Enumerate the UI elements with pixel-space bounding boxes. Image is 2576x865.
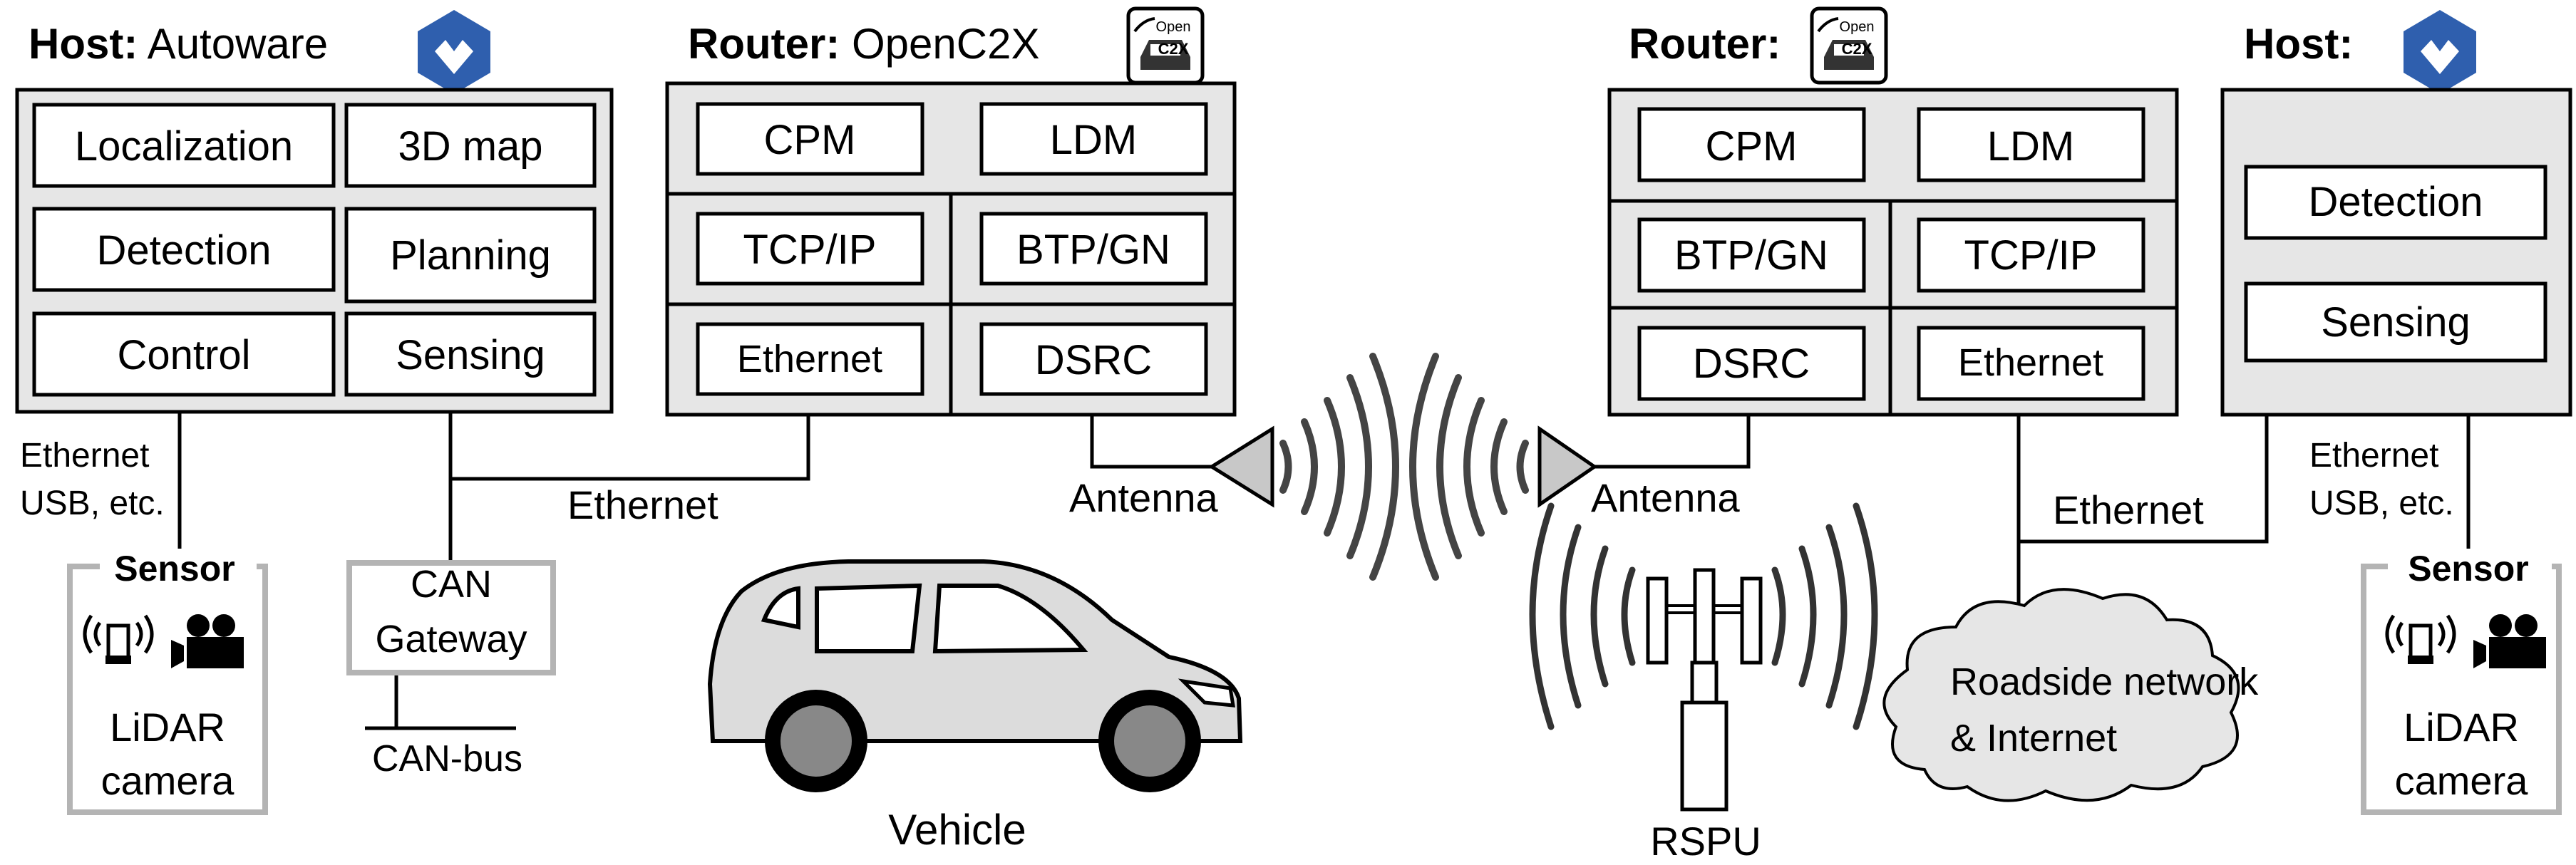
- right-dsrc-box: [1637, 326, 1866, 401]
- 3d-map-box: [344, 103, 597, 188]
- right-host: Host: Detection Sensing: [2220, 10, 2572, 417]
- left-router: Router: OpenC2X Open C2X CPM LDM TCP/IP …: [665, 6, 1237, 417]
- planning-box: [344, 207, 597, 304]
- right-dsrc-label: DSRC: [1693, 341, 1810, 387]
- right-ethernet-link-label: Ethernet: [2053, 487, 2204, 532]
- autoware-logo-icon: [2404, 10, 2476, 94]
- left-tcpip-box: [696, 212, 924, 286]
- left-sensor: Sensor LiDAR camera: [67, 549, 268, 815]
- openc2x-icon: Open C2X: [1126, 6, 1205, 85]
- can-gateway: CAN Gateway: [346, 560, 556, 675]
- right-detection-label: Detection: [2308, 179, 2483, 225]
- right-router-title: Router:: [1629, 20, 1781, 68]
- 3d-map-label: 3D map: [398, 123, 542, 170]
- right-sensor-caption-line1: LiDAR: [2404, 705, 2519, 750]
- left-host-modules: Localization 3D map Detection Planning C…: [32, 103, 597, 397]
- right-ethernet-box: [1917, 326, 2145, 401]
- rspu-label: RSPU: [1650, 819, 1761, 864]
- antenna-icon: [1208, 425, 1274, 508]
- control-box: [32, 311, 336, 397]
- lidar-icon: [83, 614, 154, 664]
- right-ldm-label: LDM: [1987, 123, 2074, 170]
- antenna-icon: [1537, 425, 1598, 508]
- left-dsrc-label: DSRC: [1035, 337, 1152, 383]
- can-bus-label: CAN-bus: [372, 738, 522, 779]
- cloud-label-line1: Roadside network: [1950, 661, 2259, 703]
- vehicle-label: Vehicle: [888, 806, 1026, 854]
- camera-icon: [171, 614, 244, 668]
- left-btpgn-box: [979, 212, 1208, 286]
- left-antenna-label: Antenna: [1069, 475, 1218, 520]
- left-ldm-label: LDM: [1050, 117, 1137, 163]
- detection-label: Detection: [96, 227, 271, 274]
- left-tcpip-label: TCP/IP: [743, 227, 877, 273]
- openc2x-icon: Open C2X: [1810, 6, 1888, 85]
- left-ldm-box: [979, 102, 1208, 176]
- left-ethernet-box: [696, 322, 924, 396]
- left-sensor-caption-line1: LiDAR: [110, 705, 225, 750]
- right-cpm-box: [1637, 107, 1866, 182]
- left-cpm-box: [696, 102, 924, 176]
- right-host-title: Host:: [2244, 20, 2353, 68]
- right-cpm-label: CPM: [1706, 123, 1798, 170]
- left-btpgn-label: BTP/GN: [1016, 227, 1170, 273]
- right-detection-box: [2244, 165, 2547, 240]
- right-sensor-link-line2: USB, etc.: [2309, 485, 2454, 522]
- lidar-icon: [2385, 614, 2456, 664]
- localization-label: Localization: [75, 123, 293, 170]
- right-sensor: Sensor LiDAR camera: [2361, 549, 2562, 815]
- right-router: Router: Open C2X CPM LDM BTP/GN TCP/IP D…: [1607, 6, 2179, 417]
- right-sensing-label: Sensing: [2321, 299, 2471, 346]
- right-ethernet-label: Ethernet: [1958, 341, 2103, 384]
- control-label: Control: [118, 332, 251, 378]
- radio-wave-icon: [1409, 353, 1529, 581]
- left-host: Host: Autoware Localization 3D map Detec…: [15, 10, 614, 414]
- right-sensor-title: Sensor: [2408, 549, 2529, 589]
- planning-label: Planning: [390, 232, 551, 279]
- right-tcpip-box: [1917, 217, 2145, 293]
- detection-box: [32, 207, 336, 292]
- svg-text:C2X: C2X: [1842, 40, 1872, 58]
- radio-wave-icon: [1279, 353, 1399, 581]
- svg-text:Open: Open: [1840, 19, 1875, 35]
- car-icon: [707, 559, 1243, 792]
- sensing-box: [344, 311, 597, 397]
- can-gateway-line2: Gateway: [375, 618, 527, 661]
- left-sensor-link-line1: Ethernet: [20, 437, 149, 475]
- left-dsrc-box: [979, 322, 1208, 396]
- svg-text:Open: Open: [1156, 19, 1191, 35]
- camera-icon: [2473, 614, 2546, 668]
- right-host-panel: [2220, 88, 2572, 417]
- right-sensor-link-line1: Ethernet: [2309, 437, 2438, 475]
- autoware-logo-icon: [418, 10, 490, 94]
- rspu-tower-icon: [1529, 502, 1878, 812]
- left-cpm-label: CPM: [764, 117, 856, 163]
- left-sensor-caption-line2: camera: [101, 758, 235, 803]
- localization-box: [32, 103, 336, 188]
- cloud-label-line2: & Internet: [1950, 717, 2117, 760]
- left-host-title: Host: Autoware: [29, 20, 328, 68]
- right-ldm-box: [1917, 107, 2145, 182]
- right-tcpip-label: TCP/IP: [1964, 232, 2098, 279]
- connection-lines: [177, 412, 2471, 730]
- left-router-title: Router: OpenC2X: [688, 20, 1039, 68]
- svg-text:C2X: C2X: [1158, 40, 1189, 58]
- right-antenna-label: Antenna: [1591, 475, 1740, 520]
- cloud-icon: [1882, 588, 2240, 802]
- left-ethernet-link-label: Ethernet: [567, 482, 718, 527]
- left-sensor-title: Sensor: [114, 549, 235, 589]
- right-btpgn-label: BTP/GN: [1674, 232, 1828, 279]
- left-sensor-link-line2: USB, etc.: [20, 485, 165, 522]
- right-btpgn-box: [1637, 217, 1866, 293]
- right-sensor-caption-line2: camera: [2395, 758, 2529, 803]
- right-sensing-box: [2244, 281, 2547, 363]
- sensing-label: Sensing: [396, 332, 545, 378]
- left-ethernet-label: Ethernet: [737, 338, 882, 380]
- can-gateway-line1: CAN: [411, 563, 492, 606]
